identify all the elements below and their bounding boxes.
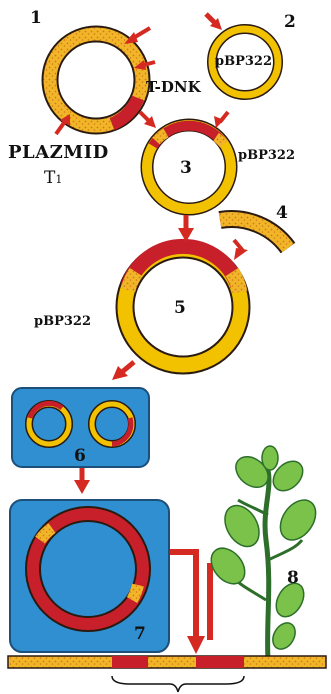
dna-fragment-4 <box>218 210 296 254</box>
t1-label: T1 <box>44 170 62 187</box>
step-6-label: 6 <box>74 446 86 466</box>
plasmid-recombinant-5 <box>115 238 251 375</box>
plasmid-pbp322-inner-label: pBP322 <box>215 54 272 69</box>
t1-letter: T <box>44 168 56 188</box>
step-2-label: 2 <box>284 12 296 32</box>
plasmid-t1 <box>41 25 151 135</box>
plant-chromosome <box>7 655 327 693</box>
plasmid-pbp322-right-label: pBP322 <box>238 148 295 163</box>
plant-cell-7 <box>9 499 170 653</box>
step-3-label: 3 <box>180 158 192 178</box>
t1-subscript: 1 <box>55 173 63 186</box>
plasmid-pbp322-small <box>207 24 283 100</box>
step-7-label: 7 <box>134 624 146 644</box>
step-5-label: 5 <box>174 298 186 318</box>
plazmid-label: PLAZMID <box>8 142 109 163</box>
step-8-label: 8 <box>287 568 299 588</box>
t-dnk-label: T-DNK <box>146 78 201 96</box>
step-4-label: 4 <box>276 203 288 223</box>
transgenic-plant-8 <box>210 445 317 661</box>
arrows <box>54 12 248 654</box>
plasmid-recombinant-3 <box>140 118 238 216</box>
bacterial-cell-6 <box>11 387 150 468</box>
plasmid-pbp322-left-label: pBP322 <box>34 314 91 329</box>
step-1-label: 1 <box>30 8 42 28</box>
